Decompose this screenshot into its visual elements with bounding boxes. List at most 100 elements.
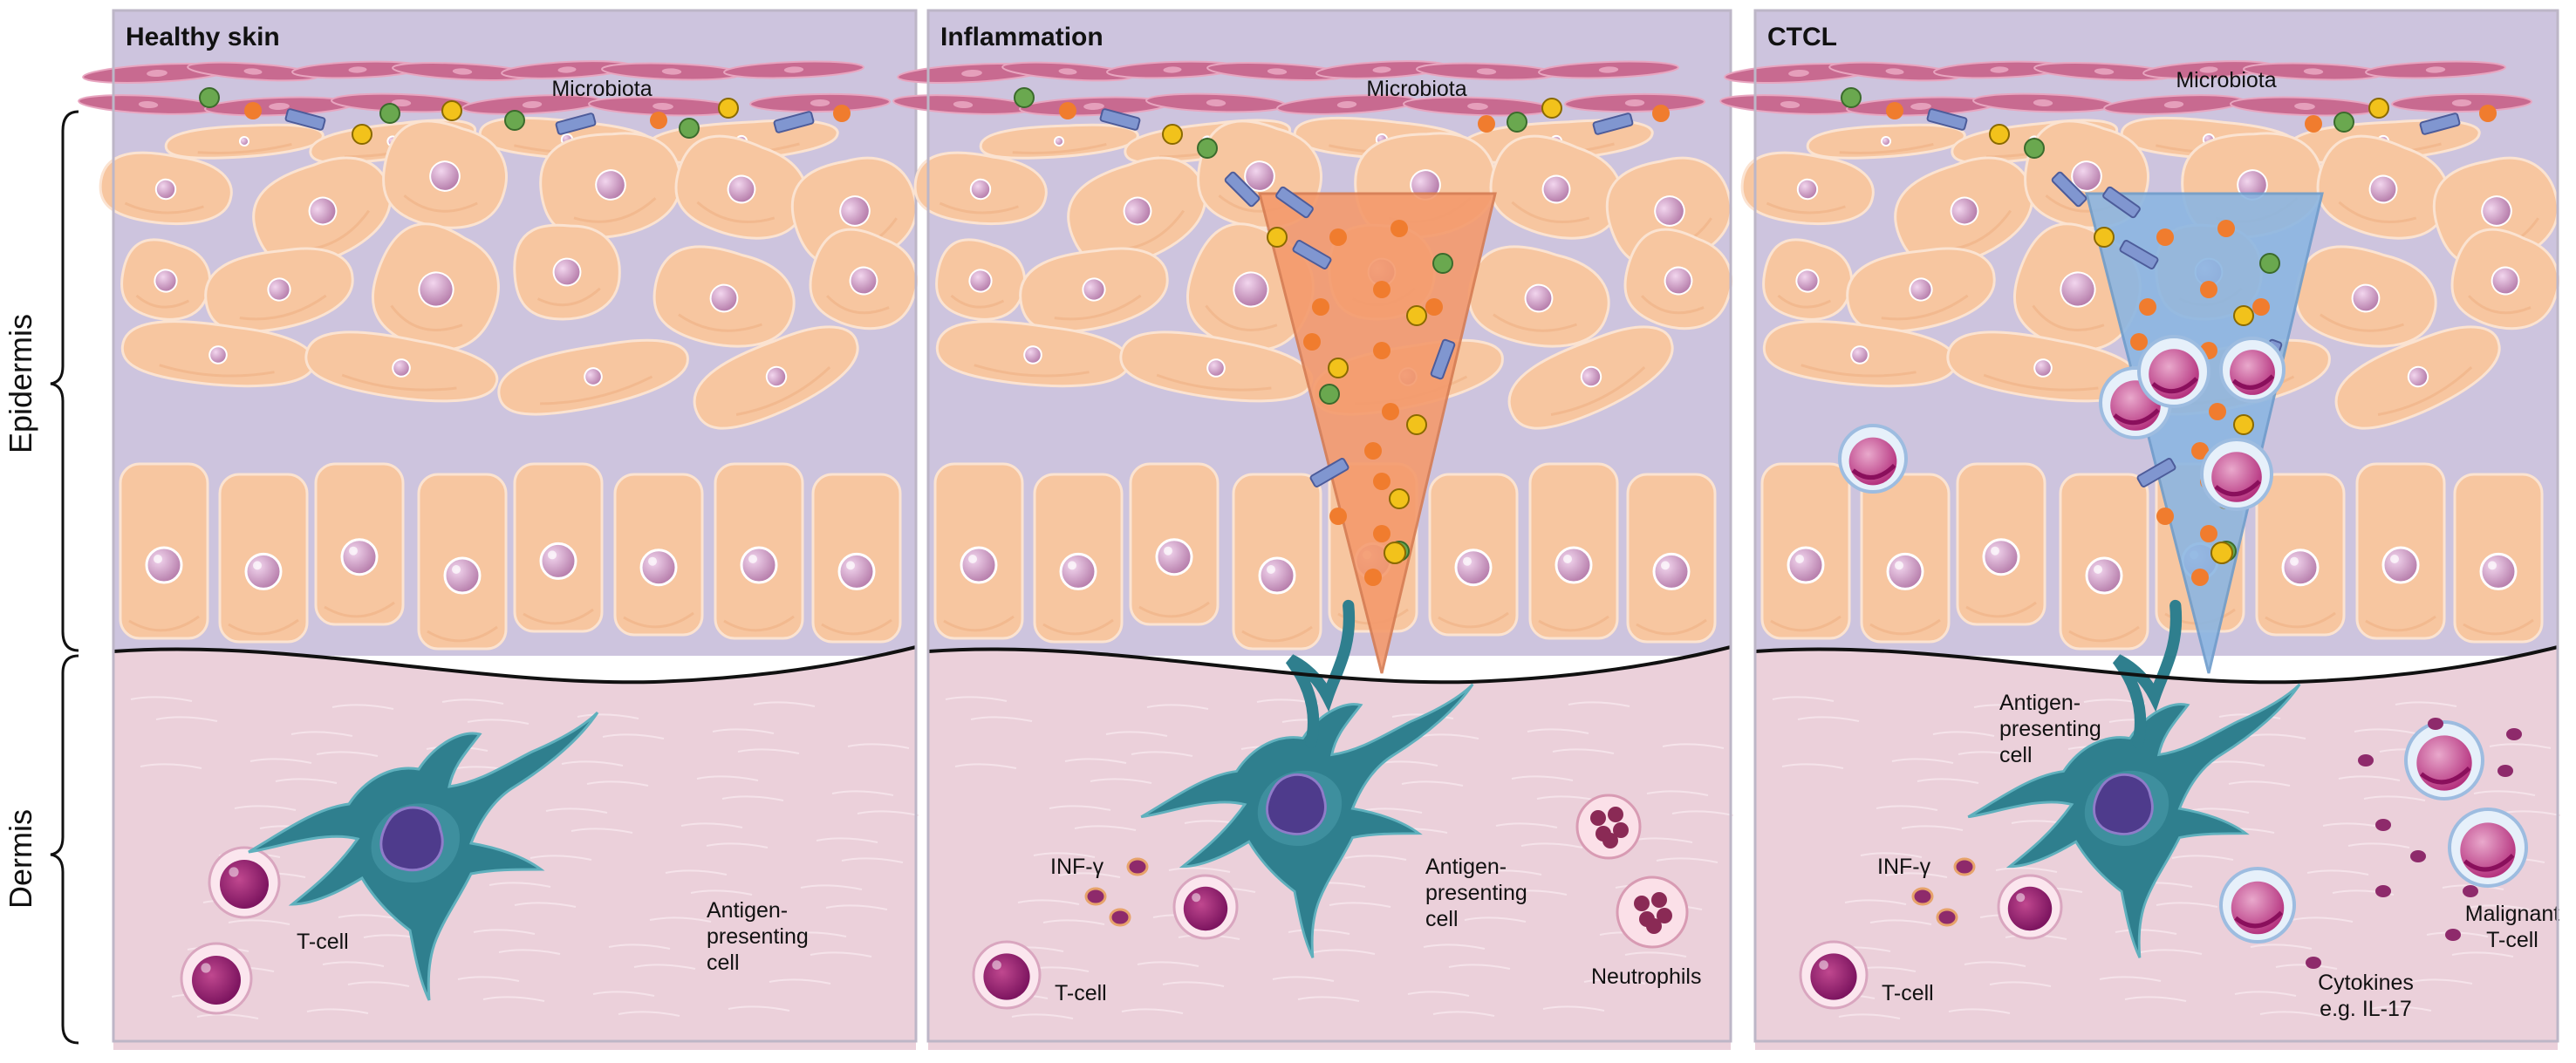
- microbe-rod: [1926, 108, 1968, 131]
- il17-cytokine: [2375, 885, 2391, 897]
- tcell-label: T-cell: [297, 930, 349, 954]
- panel-title: CTCL: [1767, 23, 1837, 51]
- nucleus: [154, 178, 177, 201]
- keratinocyte: [1740, 151, 1875, 226]
- microbiota-label: Microbiota: [2176, 68, 2276, 92]
- microbe-cocci-orange: [1382, 403, 1399, 420]
- neutrophils-label: Neutrophils: [1591, 964, 1701, 989]
- keratinocyte: [99, 151, 233, 226]
- microbe-cocci-green: [1197, 138, 1218, 159]
- tcell-label: T-cell: [1882, 981, 1934, 1005]
- nucleus: [1541, 174, 1571, 204]
- basal-keratinocyte: [1760, 462, 1851, 640]
- microbe-cocci-orange: [2191, 569, 2209, 586]
- dermis-bracket: [50, 654, 79, 1045]
- microbe-cocci-green: [1014, 87, 1035, 108]
- nucleus: [2368, 174, 2398, 204]
- apc-nucleus: [1266, 773, 1327, 835]
- panel-title: Inflammation: [940, 23, 1104, 51]
- microbe-cocci-orange: [1373, 281, 1390, 298]
- cytokine-label: INF-γ: [1050, 855, 1104, 879]
- nucleus: [2351, 283, 2381, 313]
- basal-keratinocyte: [613, 473, 704, 637]
- panel-border: [926, 9, 1732, 1043]
- microbe-cocci-yellow: [1389, 488, 1410, 509]
- corneocyte: [2391, 92, 2532, 113]
- nucleus: [154, 269, 178, 293]
- keratinocyte: [304, 330, 499, 403]
- malignant-tcell: [2219, 337, 2286, 403]
- nucleus: [1258, 556, 1296, 595]
- microbe-cocci-orange: [1059, 102, 1076, 119]
- nucleus: [727, 174, 756, 204]
- basal-keratinocyte: [714, 462, 804, 640]
- corneocyte: [291, 60, 424, 79]
- keratinocyte: [1467, 245, 1610, 348]
- malignant-tcell: [2404, 720, 2484, 801]
- nucleus: [709, 283, 739, 313]
- microbe-rod: [773, 111, 815, 133]
- microbe-cocci-orange: [2191, 442, 2209, 460]
- malignant-tcell: [2448, 807, 2528, 888]
- microbe-cocci-green: [679, 118, 700, 139]
- malignant-tcell: [2219, 867, 2296, 944]
- corneocyte: [1538, 60, 1679, 79]
- microbe-cocci-green: [2333, 112, 2354, 133]
- cytokine-label: INF-γ: [1877, 855, 1931, 879]
- basal-keratinocyte: [1428, 473, 1519, 637]
- keratinocyte: [120, 320, 316, 388]
- keratinocyte: [1946, 330, 2141, 403]
- keratinocyte: [1507, 325, 1674, 430]
- antigen-presenting-cell: [248, 711, 599, 1001]
- tcell-label: T-cell: [1055, 981, 1107, 1005]
- microbe-cocci-green: [1841, 87, 1862, 108]
- nucleus: [208, 345, 228, 365]
- il17-cytokine: [2428, 718, 2443, 730]
- il17-cytokine: [2358, 754, 2374, 767]
- nucleus: [1123, 196, 1152, 226]
- nucleus: [1796, 178, 1819, 201]
- nucleus: [429, 160, 461, 192]
- microbe-rod: [1099, 108, 1141, 131]
- tcell: [180, 942, 253, 1015]
- keratinocyte: [1846, 247, 1996, 333]
- microbe-cocci-green: [1507, 112, 1527, 133]
- nucleus: [308, 196, 338, 226]
- microbe-cocci-green: [1432, 253, 1453, 274]
- corneocyte: [204, 96, 354, 117]
- microbe-cocci-orange: [244, 102, 262, 119]
- nucleus: [1982, 538, 2020, 576]
- nucleus: [1850, 345, 1869, 365]
- nucleus: [267, 277, 291, 302]
- microbe-cocci-orange: [1886, 102, 1903, 119]
- microbe-cocci-yellow: [1541, 98, 1562, 119]
- tcell: [1172, 874, 1239, 940]
- basal-keratinocyte: [2453, 473, 2544, 644]
- microbe-rod: [2136, 458, 2176, 487]
- microbe-rod: [2051, 171, 2087, 208]
- corneocyte: [1828, 61, 1961, 82]
- nucleus: [1233, 271, 1269, 308]
- nucleus: [639, 549, 678, 587]
- panel-border: [112, 9, 918, 1043]
- keratinocyte: [2316, 134, 2450, 240]
- panel-border: [1753, 9, 2559, 1043]
- il17-cytokine: [2445, 929, 2461, 941]
- microbe-cocci-orange: [1303, 333, 1321, 351]
- microbe-cocci-orange: [1373, 473, 1390, 490]
- nucleus: [969, 178, 992, 201]
- microbe-cocci-orange: [2252, 298, 2270, 316]
- nucleus: [960, 546, 998, 584]
- basal-keratinocyte: [513, 462, 604, 633]
- basal-keratinocyte: [1033, 473, 1124, 644]
- cytokine: [1953, 857, 1976, 876]
- basal-keratinocyte: [811, 473, 902, 644]
- corneocyte: [1276, 94, 1418, 115]
- nucleus: [1787, 546, 1825, 584]
- nucleus: [839, 195, 871, 227]
- il17-cytokine: [2375, 819, 2391, 831]
- microbe-cocci-yellow: [1162, 124, 1183, 145]
